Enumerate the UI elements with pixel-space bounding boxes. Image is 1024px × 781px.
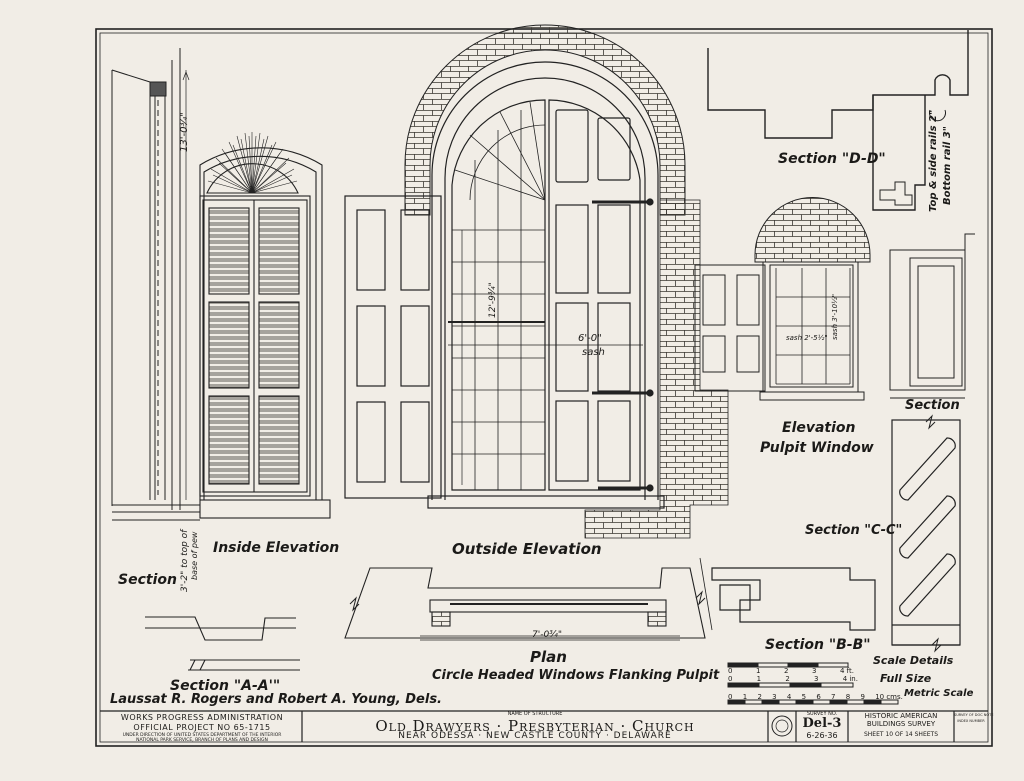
scale-bars [727,662,899,705]
name-caption: NAME OF STRUCTURE [507,711,563,717]
floor-note-1: 3'-2" to top of [180,529,190,592]
left-section-label: Section [118,572,177,588]
circle-headed-caption: Circle Headed Windows Flanking Pulpit [432,668,720,683]
survey-number: Del-3 [802,716,842,731]
section-dd [707,30,969,211]
sash-word: sash [582,347,605,358]
structure-name: Old Drawyers · Presbyterian · Church [375,717,695,735]
height-dimension: 13'-0¾" [179,112,190,152]
inside-elevation-label: Inside Elevation [213,540,340,556]
pulpit-sash-width: sash 2'-5½" [786,334,828,342]
copy-line-1: SURVEY OF DOC NOTE [954,713,994,717]
section-bb [699,557,876,631]
agency-line-2: OFFICIAL PROJECT NO 65-1715 [133,723,271,732]
delineator-credits: Laussat R. Rogers and Robert A. Young, D… [110,692,442,707]
structure-location: Near Odessa · New Castle County · Delawa… [398,731,672,741]
full-size-label: Full Size [880,672,932,685]
pulpit-section-label: Section [905,398,960,413]
plan-drawing [344,567,706,641]
habs-line-2: BUILDINGS SURVEY [866,720,936,728]
pulpit-window [694,197,871,401]
metric-scale-label: Metric Scale [904,688,974,699]
agency-line-3: UNDER DIRECTION OF UNITED STATES DEPARTM… [122,733,282,738]
plan-label: Plan [530,648,567,666]
section-bb-label: Section "B-B" [765,637,871,653]
habs-line-1: HISTORIC AMERICAN [864,712,938,720]
rails-note-1: Top & side rails 2" [928,109,939,212]
survey-caption: SURVEY NO. [806,711,838,717]
pulpit-elevation-label: Elevation [782,420,856,436]
left-section [111,48,200,521]
section-cc-label: Section "C-C" [805,523,903,538]
title-block-lines [100,710,988,742]
outside-elevation [344,24,729,539]
plan-width-dimension: 7'-0¾" [532,630,563,640]
floor-note-2: base of pew [190,531,199,580]
section-aa-label: Section "A-A'" [170,678,281,694]
survey-date: 6-26-36 [806,731,838,740]
sheet-number: SHEET 10 OF 14 SHEETS [863,731,938,738]
sash-width-dimension: 6'-0" [578,333,602,344]
section-dd-label: Section "D-D" [778,151,886,167]
sash-height-dimension: 12'-9¾" [488,282,498,318]
outside-elevation-label: Outside Elevation [452,540,602,558]
section-cc [891,419,961,646]
agency-line-1: WORKS PROGRESS ADMINISTRATION [120,713,284,722]
break-marks [349,414,942,653]
agency-line-4: NATIONAL PARK SERVICE, BRANCH OF PLANS A… [136,738,268,743]
inside-elevation [182,70,331,519]
scale-details-label: Scale Details [873,654,954,667]
pulpit-sash-height: sash 3'-10½" [831,293,839,340]
rails-note-2: Bottom rail 3" [942,125,953,205]
pulpit-window-label: Pulpit Window [760,440,874,456]
section-aa [145,616,300,671]
pulpit-section [889,233,975,399]
copy-line-2: INDEX NUMBER [957,719,985,723]
